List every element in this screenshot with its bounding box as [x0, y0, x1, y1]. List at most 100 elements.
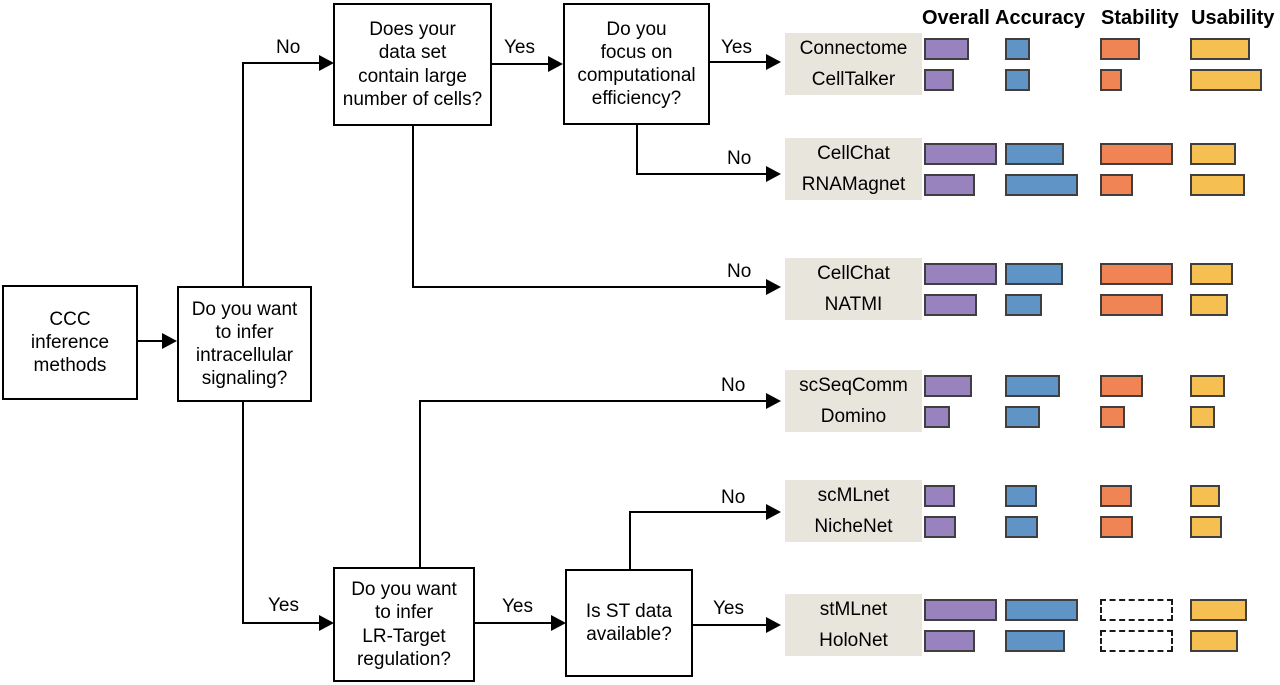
method-label-background	[785, 370, 922, 432]
method-name: CellTalker	[811, 69, 896, 90]
bar-accuracy	[1005, 263, 1063, 285]
method-row: NicheNet	[785, 511, 1265, 542]
connector-line	[242, 402, 244, 624]
connector-line	[636, 173, 767, 175]
node-ccc-inference-methods: CCC inference methods	[2, 285, 138, 400]
bar-overall	[924, 630, 975, 652]
column-header-accuracy: Accuracy	[995, 7, 1086, 29]
connector-line	[242, 62, 319, 64]
bar-usability	[1190, 294, 1228, 316]
bar-usability	[1190, 69, 1262, 91]
edge-label-no: No	[727, 261, 752, 282]
method-row: CellChat	[785, 258, 1265, 289]
bar-overall	[924, 174, 975, 196]
bar-stability	[1100, 516, 1133, 538]
method-name: scMLnet	[817, 485, 890, 506]
arrowhead-icon	[319, 615, 334, 631]
bar-accuracy	[1005, 516, 1038, 538]
bar-accuracy	[1005, 294, 1042, 316]
arrowhead-icon	[548, 56, 563, 72]
bar-stability	[1100, 174, 1133, 196]
edge-label-no: No	[727, 148, 752, 169]
method-name: Connectome	[799, 38, 908, 59]
arrowhead-icon	[766, 54, 781, 70]
bar-stability	[1100, 294, 1163, 316]
bar-overall	[924, 294, 977, 316]
bar-usability	[1190, 263, 1233, 285]
arrowhead-icon	[766, 617, 781, 633]
method-name: RNAMagnet	[801, 174, 906, 195]
connector-line	[629, 511, 767, 513]
bar-accuracy	[1005, 143, 1064, 165]
method-name: CellChat	[817, 263, 890, 284]
bar-stability	[1100, 630, 1173, 652]
bar-accuracy	[1005, 375, 1060, 397]
column-header-usability: Usability	[1191, 7, 1275, 29]
bar-accuracy	[1005, 69, 1030, 91]
method-row: HoloNet	[785, 625, 1265, 656]
method-name: CellChat	[817, 143, 890, 164]
column-header-stability: Stability	[1101, 7, 1179, 29]
edge-label-no: No	[276, 37, 301, 58]
connector-line	[710, 61, 767, 63]
arrowhead-icon	[551, 615, 566, 631]
method-row: scMLnet	[785, 480, 1265, 511]
bar-overall	[924, 143, 997, 165]
edge-label-yes: Yes	[268, 595, 299, 616]
bar-stability	[1100, 406, 1125, 428]
node-computational-efficiency: Do you focus on computational efficiency…	[563, 3, 710, 125]
bar-usability	[1190, 375, 1225, 397]
node-large-number-of-cells: Does your data set contain large number …	[333, 3, 492, 126]
method-label-background	[785, 594, 922, 656]
arrowhead-icon	[766, 166, 781, 182]
edge-label-yes: Yes	[721, 37, 752, 58]
method-name: scSeqComm	[799, 375, 908, 396]
bar-overall	[924, 599, 997, 621]
method-label-background	[785, 258, 922, 320]
edge-label-yes: Yes	[713, 598, 744, 619]
connector-line	[242, 62, 244, 287]
method-name: HoloNet	[819, 630, 888, 651]
bar-accuracy	[1005, 599, 1078, 621]
bar-usability	[1190, 599, 1247, 621]
method-name: Domino	[820, 406, 887, 427]
column-header-overall: Overall	[922, 7, 990, 29]
connector-line	[629, 511, 631, 569]
bar-overall	[924, 69, 954, 91]
connector-line	[138, 340, 164, 342]
bar-overall	[924, 263, 997, 285]
connector-line	[492, 63, 549, 65]
connector-line	[475, 622, 552, 624]
bar-stability	[1100, 69, 1122, 91]
edge-label-no: No	[721, 375, 746, 396]
bar-usability	[1190, 630, 1238, 652]
method-row: NATMI	[785, 289, 1265, 320]
bar-overall	[924, 375, 972, 397]
connector-line	[412, 126, 414, 288]
bar-usability	[1190, 516, 1222, 538]
bar-overall	[924, 406, 950, 428]
bar-usability	[1190, 174, 1245, 196]
connector-line	[412, 286, 767, 288]
method-name: NATMI	[824, 294, 883, 315]
bar-stability	[1100, 143, 1173, 165]
connector-line	[242, 622, 319, 624]
bar-overall	[924, 516, 956, 538]
method-label-background	[785, 480, 922, 542]
node-intracellular-signaling: Do you want to infer intracellular signa…	[177, 286, 312, 402]
connector-line	[693, 624, 767, 626]
arrowhead-icon	[162, 333, 177, 349]
arrowhead-icon	[766, 393, 781, 409]
bar-accuracy	[1005, 406, 1040, 428]
method-row: CellChat	[785, 138, 1265, 169]
bar-stability	[1100, 263, 1173, 285]
edge-label-yes: Yes	[504, 37, 535, 58]
bar-stability	[1100, 375, 1143, 397]
method-name: NicheNet	[814, 516, 893, 537]
bar-overall	[924, 485, 955, 507]
bar-usability	[1190, 38, 1250, 60]
